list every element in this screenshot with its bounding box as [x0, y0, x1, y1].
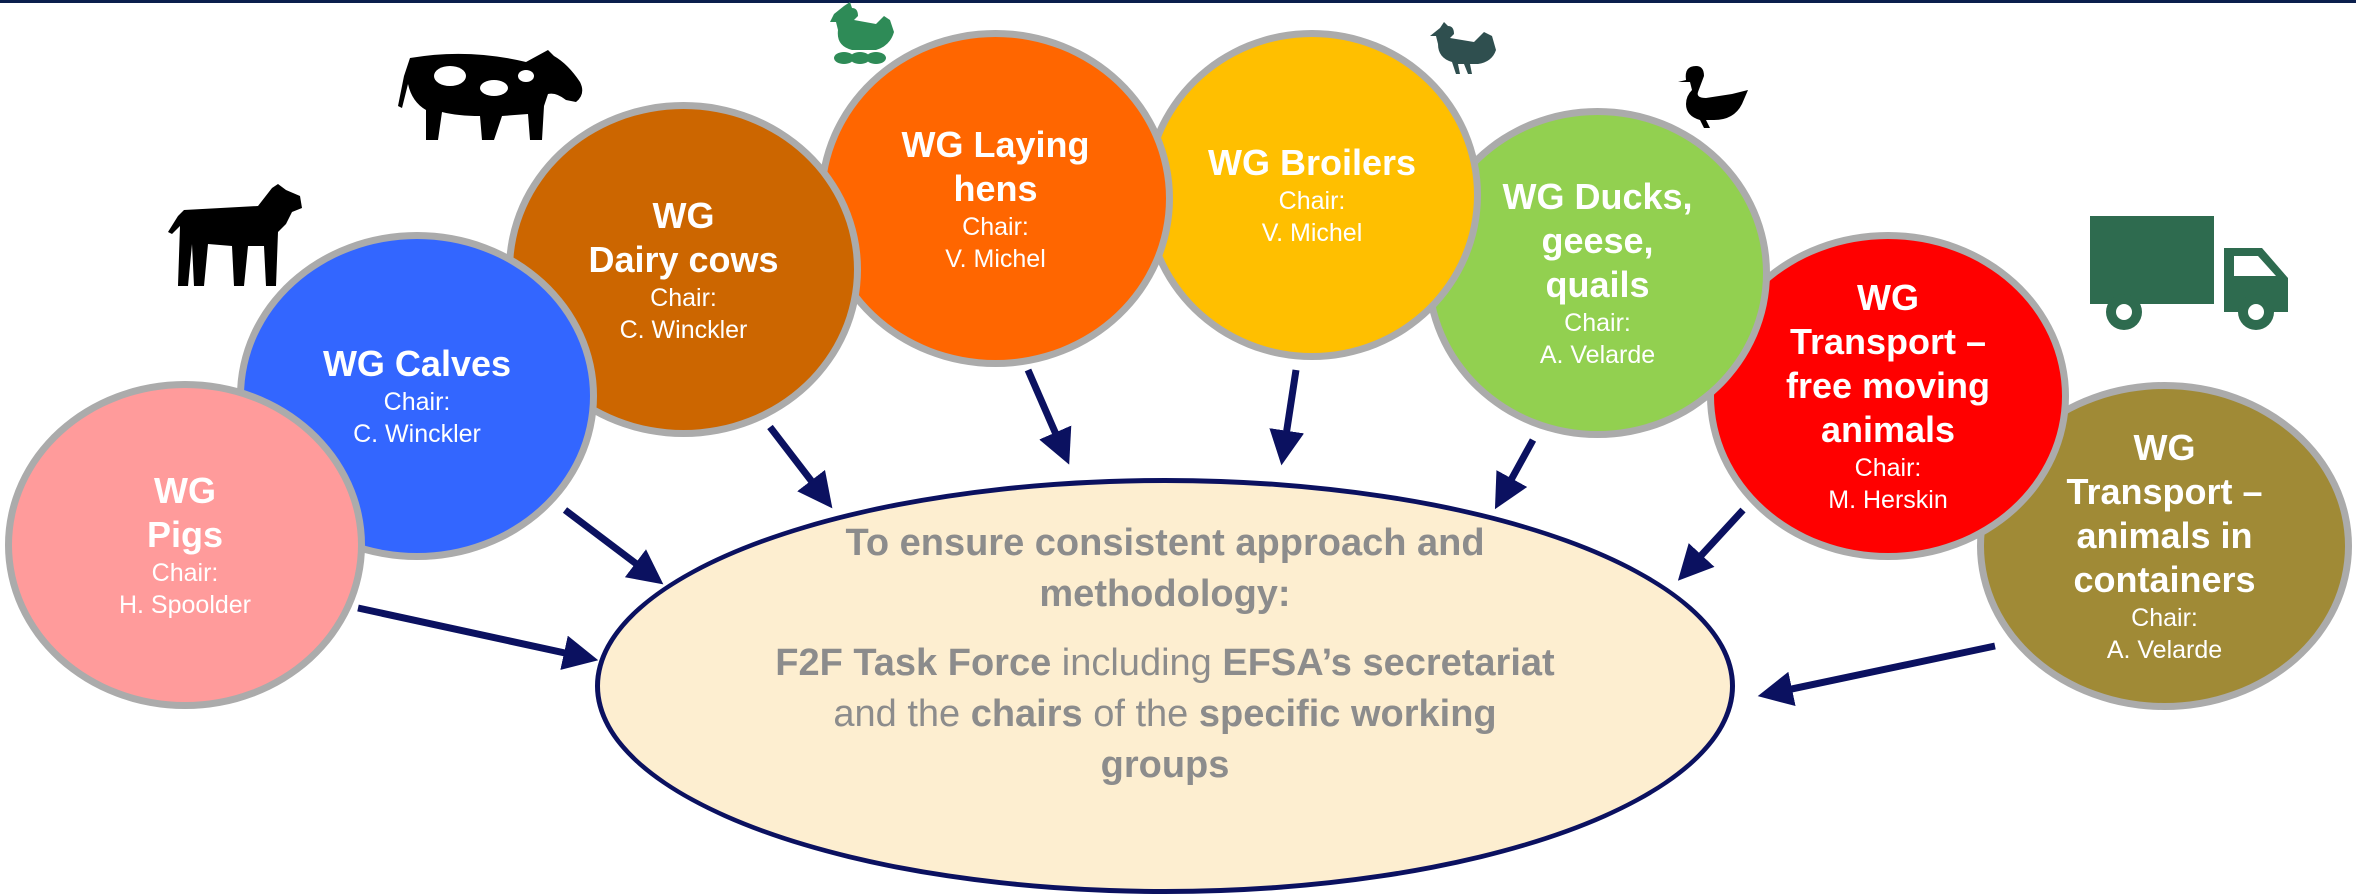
wg-broilers-circle: WG Broilers Chair: V. Michel [1143, 30, 1481, 360]
chair-name: V. Michel [945, 244, 1046, 273]
arrow-ducks [1494, 438, 1537, 510]
duck-icon [1678, 66, 1748, 128]
wg-title: WG Broilers [1207, 142, 1417, 183]
chair-label: Chair: [151, 559, 219, 587]
connector-text: of the [1082, 693, 1199, 735]
arrow-transport-free [1677, 507, 1746, 581]
cow-icon [398, 50, 583, 140]
task-force-description: F2F Task Force including EFSA’s secretar… [770, 638, 1560, 791]
arrow-pigs [357, 604, 599, 670]
chair-name: C. Winckler [619, 315, 748, 344]
arrow-calves [562, 507, 664, 585]
laying-hen-icon [830, 2, 894, 64]
secretariat-text: EFSA’s secretariat [1222, 642, 1555, 684]
chair-label: Chair: [2131, 604, 2198, 632]
wg-title: WG Dairy cows [588, 194, 779, 280]
wg-title: WG Calves [322, 343, 512, 384]
truck-icon [2090, 216, 2288, 330]
chair-name: V. Michel [1261, 219, 1363, 247]
wg-pigs-circle: WG Pigs Chair: H. Spoolder [5, 381, 365, 709]
arrows-layer [357, 368, 1996, 707]
chair-name: A. Velarde [1539, 341, 1656, 369]
task-force-text: To ensure consistent approach and method… [770, 518, 1560, 791]
arrow-laying-hens [1024, 368, 1072, 465]
wg-title: WG Laying hens [901, 123, 1090, 209]
task-force-heading: To ensure consistent approach and method… [845, 522, 1485, 615]
connector-text: including [1051, 642, 1223, 684]
chair-label: Chair: [1854, 454, 1922, 482]
wg-title: WG Pigs [146, 470, 224, 555]
chairs-text: chairs [970, 693, 1083, 735]
chair-label: Chair: [1278, 187, 1346, 215]
working-groups-text: specific working groups [1100, 693, 1497, 786]
chair-label: Chair: [962, 212, 1029, 241]
wg-title: WG Ducks, geese, quails [1502, 176, 1693, 305]
broiler-chicken-icon [1430, 22, 1496, 74]
chair-name: A. Velarde [2106, 636, 2223, 664]
chair-label: Chair: [383, 388, 451, 416]
chair-name: C. Winckler [353, 420, 481, 448]
chair-label: Chair: [1564, 309, 1631, 337]
chair-label: Chair: [650, 283, 717, 312]
top-border [0, 0, 2356, 3]
calf-icon [168, 184, 302, 286]
arrow-transport-containers [1757, 642, 1996, 707]
arrow-dairy-cows [767, 424, 833, 509]
chair-name: M. Herskin [1828, 486, 1948, 514]
wg-laying-hens-circle: WG Laying hens Chair: V. Michel [818, 30, 1173, 367]
task-force-name: F2F Task Force [775, 642, 1052, 684]
connector-text: and the [833, 693, 971, 735]
chair-name: H. Spoolder [118, 591, 252, 619]
wg-title: WG Transport – free moving animals [1785, 277, 1991, 450]
wg-title: WG Transport – animals in containers [2066, 427, 2263, 600]
arrow-broilers [1269, 369, 1305, 466]
